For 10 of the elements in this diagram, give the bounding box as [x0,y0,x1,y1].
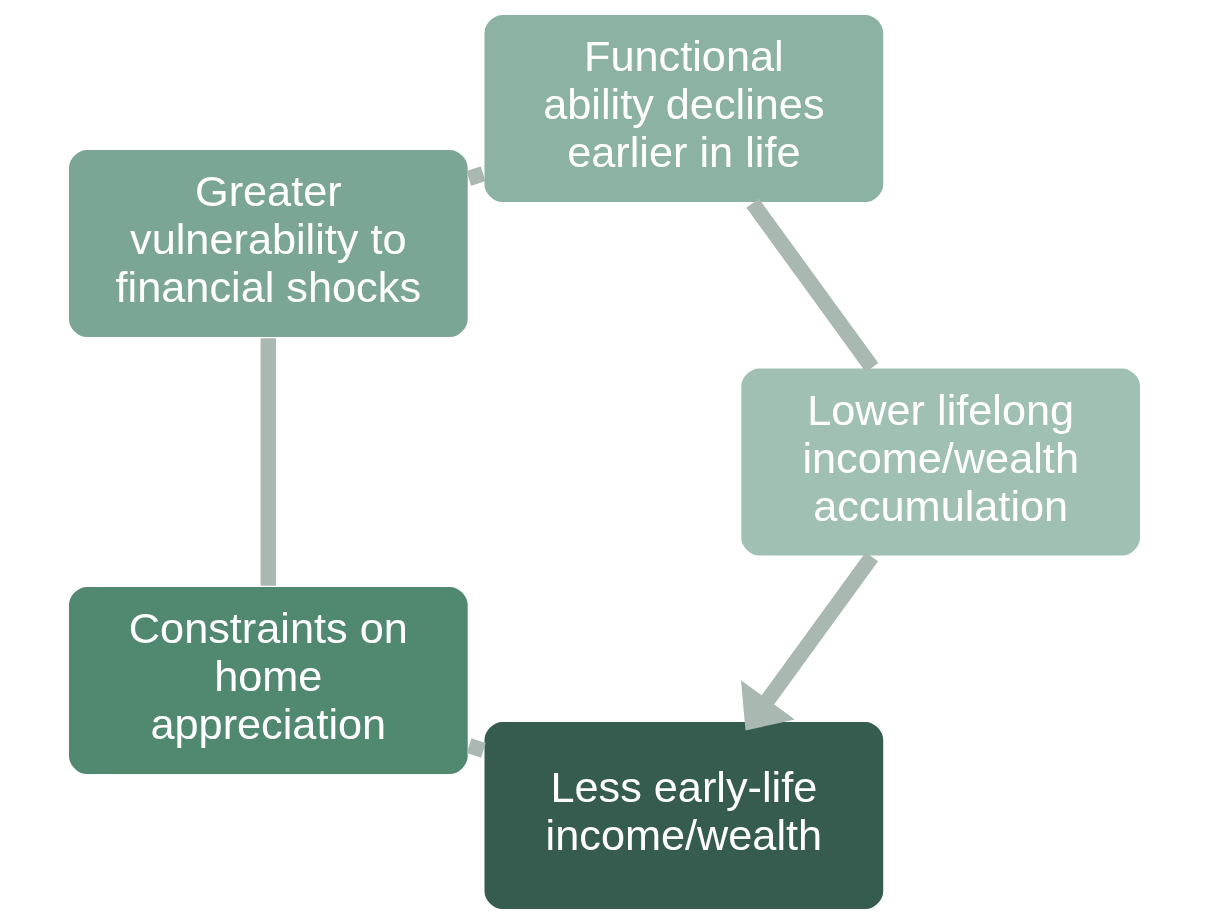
connector [466,738,486,758]
connector [746,198,879,373]
connector [466,166,486,186]
connector [260,338,277,586]
node-box: Constraints on home appreciation [67,585,470,776]
node-box: Greater vulnerability to financial shocks [67,148,470,339]
arrow [740,552,879,731]
node-box: Less early-life income/wealth [482,720,885,911]
node-box: Lower lifelong income/wealth accumulation [739,366,1142,558]
node-box: Functional ability declines earlier in life [482,13,885,204]
